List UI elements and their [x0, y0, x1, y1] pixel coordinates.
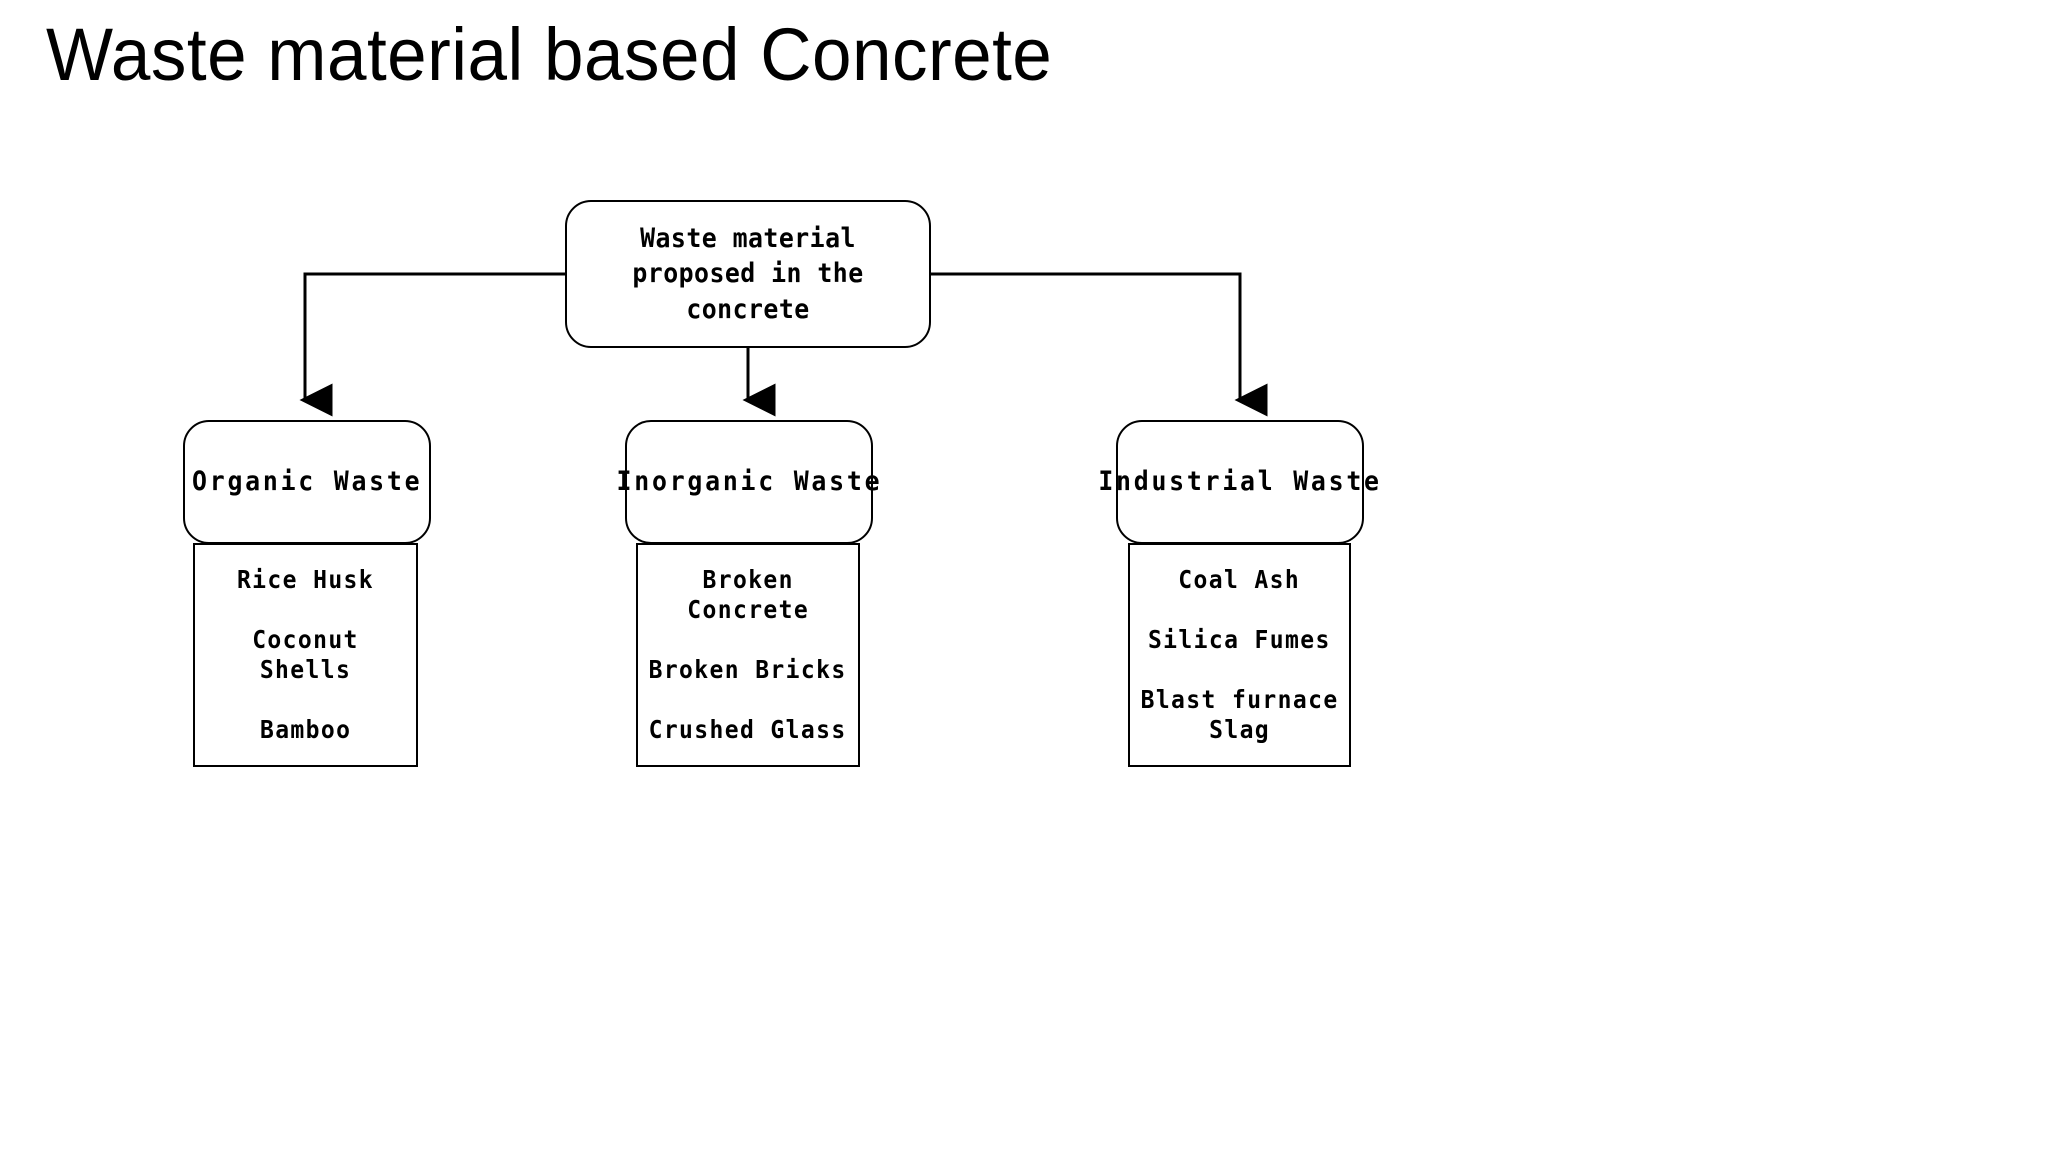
list-item: Crushed Glass [649, 715, 847, 744]
node-category-organic-label: Organic Waste [191, 465, 423, 497]
list-item: Coconut Shells [252, 625, 359, 684]
list-item: Bamboo [259, 715, 352, 744]
list-items-industrial: Coal Ash Silica Fumes Blast furnace Slag [1130, 565, 1349, 745]
list-item: Broken Bricks [649, 655, 847, 684]
list-item: Coal Ash [1178, 565, 1301, 594]
node-list-inorganic[interactable]: Broken Concrete Broken Bricks Crushed Gl… [636, 543, 860, 767]
list-item: Blast furnace Slag [1140, 685, 1339, 744]
node-category-industrial-label: Industrial Waste [1098, 465, 1382, 497]
list-items-inorganic: Broken Concrete Broken Bricks Crushed Gl… [638, 565, 858, 745]
page-title: Waste material based Concrete [46, 13, 1053, 96]
connector-root-to-organic [299, 272, 565, 417]
list-items-organic: Rice Husk Coconut Shells Bamboo [195, 565, 416, 745]
list-item: Rice Husk [236, 565, 375, 594]
node-category-industrial[interactable]: Industrial Waste [1098, 420, 1379, 544]
list-item: Silica Fumes [1148, 625, 1331, 654]
node-list-organic[interactable]: Rice Husk Coconut Shells Bamboo [193, 543, 418, 767]
node-category-inorganic[interactable]: Inorganic Waste [616, 420, 879, 544]
node-root-label: Waste material proposed in the concrete [632, 223, 864, 325]
node-root[interactable]: Waste material proposed in the concrete [565, 200, 931, 348]
connector-root-to-industrial [931, 272, 1268, 417]
node-category-inorganic-label: Inorganic Waste [616, 465, 882, 497]
node-list-industrial[interactable]: Coal Ash Silica Fumes Blast furnace Slag [1128, 543, 1351, 767]
node-category-organic[interactable]: Organic Waste [183, 420, 431, 544]
list-item: Broken Concrete [687, 565, 809, 624]
